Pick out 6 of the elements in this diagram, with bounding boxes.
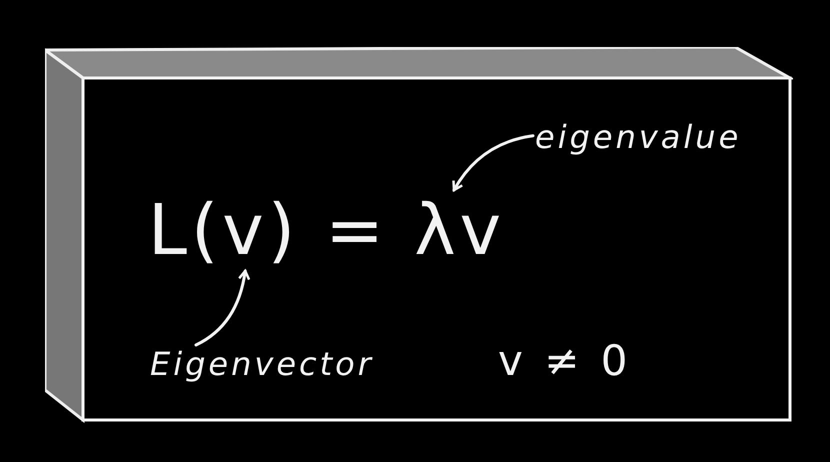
annotation-text: eigenvalue: [535, 120, 740, 156]
leader-arrow: [194, 270, 250, 346]
leader-arrow: [452, 134, 534, 192]
equation-text: L(v) = λv: [148, 192, 508, 269]
annotation-text: Eigenvector: [150, 347, 380, 382]
condition-text: v ≠ 0: [498, 338, 632, 384]
